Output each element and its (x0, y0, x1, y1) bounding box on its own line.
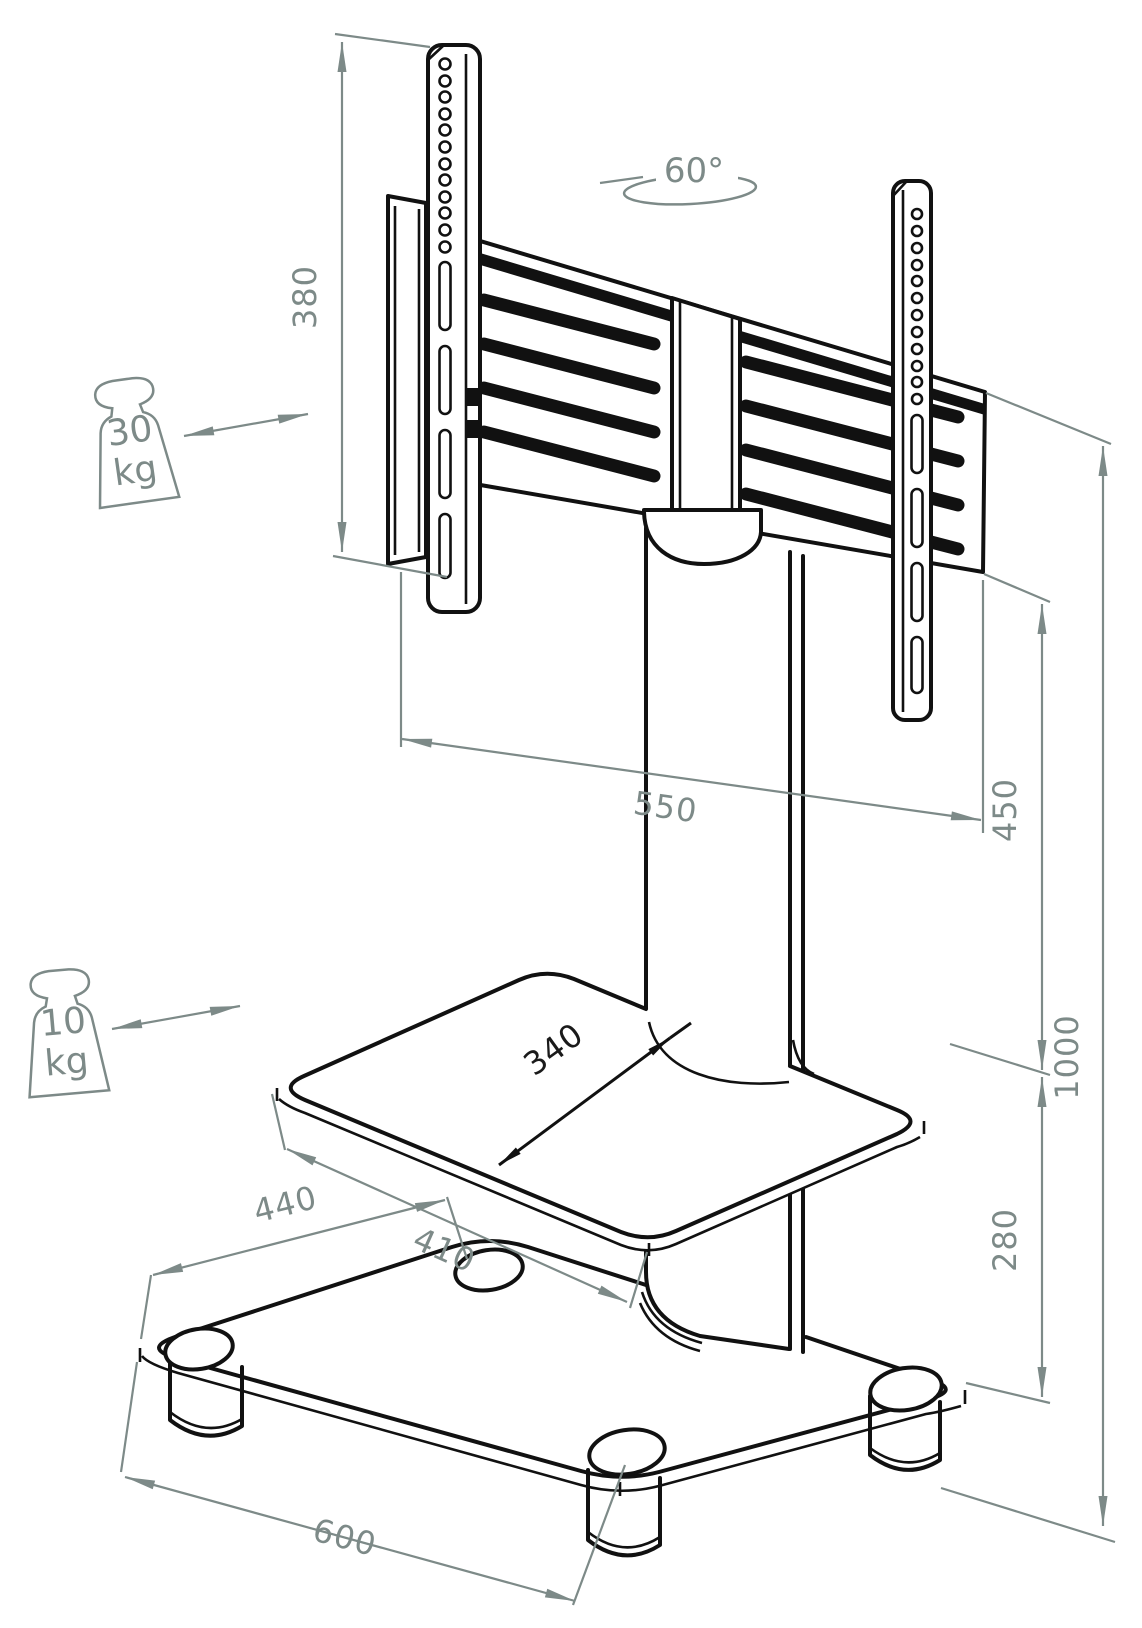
crossbar-vent-slots-left (477, 293, 661, 483)
weight-icon-30kg: 30 kg (93, 376, 181, 510)
rail-tab (466, 388, 479, 406)
vesa-rail-right (891, 179, 933, 722)
base-plate (138, 1239, 967, 1558)
rail-slots (438, 260, 452, 580)
dim-440-label: 440 (250, 1178, 321, 1230)
weight-limit-30kg: 30 kg (93, 376, 309, 510)
column-left-edge (644, 526, 791, 1351)
dim-450: 450 (949, 572, 1051, 1077)
base-hole (587, 1427, 667, 1477)
foot-seam (869, 1446, 941, 1464)
weight-outline-icon (28, 968, 111, 1099)
load-arrow (111, 1004, 241, 1031)
vesa-rail-left (426, 43, 482, 614)
dim-280-label: 280 (986, 1208, 1024, 1272)
load-unit: kg (43, 1040, 90, 1085)
base-thickness (138, 1348, 967, 1496)
weight-icon-10kg: 10 kg (28, 968, 111, 1099)
rail-cap (892, 181, 907, 197)
crossbar-slot (477, 425, 661, 483)
load-unit: kg (111, 448, 160, 495)
foot-seam (169, 1410, 243, 1430)
rail-holes (910, 207, 924, 406)
dim-600-label: 600 (309, 1511, 381, 1564)
load-value: 30 (104, 408, 155, 455)
shelf-thickness (275, 1088, 926, 1256)
swivel-leader (599, 175, 644, 185)
base-fill (140, 1241, 965, 1491)
dim-450-label: 450 (986, 778, 1024, 842)
load-value: 10 (39, 1000, 88, 1045)
foot-seam (587, 1530, 661, 1549)
rail-slots (910, 413, 924, 695)
mount-plate-left (386, 194, 428, 566)
crossbar-slot (477, 337, 661, 395)
base-hole (163, 1326, 235, 1372)
rail-tab (466, 420, 479, 438)
dim-1000: 1000 (940, 391, 1116, 1544)
shelf-fill (277, 973, 924, 1251)
swivel-collar (642, 508, 763, 566)
swivel-angle-label: 60° (664, 151, 724, 191)
dim-1000-label: 1000 (1048, 1014, 1086, 1099)
load-arrow (183, 412, 309, 438)
dim-550-label: 550 (631, 784, 700, 831)
column-base-rings (638, 1291, 703, 1353)
swivel-indicator: 60° (599, 150, 758, 206)
dim-380-label: 380 (286, 265, 324, 329)
weight-limit-10kg: 10 kg (28, 968, 241, 1099)
foot (586, 1468, 662, 1558)
crossbar-center-housing (670, 296, 742, 532)
mount-plate-inner (393, 206, 421, 555)
rail-holes (438, 57, 452, 254)
rail-body (426, 43, 482, 614)
dim-380: 380 (286, 32, 448, 579)
crossbar-slot (477, 293, 661, 351)
crossbar-slot (477, 381, 661, 439)
rail-cap (427, 45, 444, 61)
weight-outline-icon (93, 376, 181, 510)
base-hole (868, 1365, 944, 1413)
label-mask (656, 150, 738, 182)
dim-280: 280 (965, 1077, 1051, 1405)
dim-550: 550 (399, 572, 985, 833)
media-shelf (275, 971, 926, 1256)
